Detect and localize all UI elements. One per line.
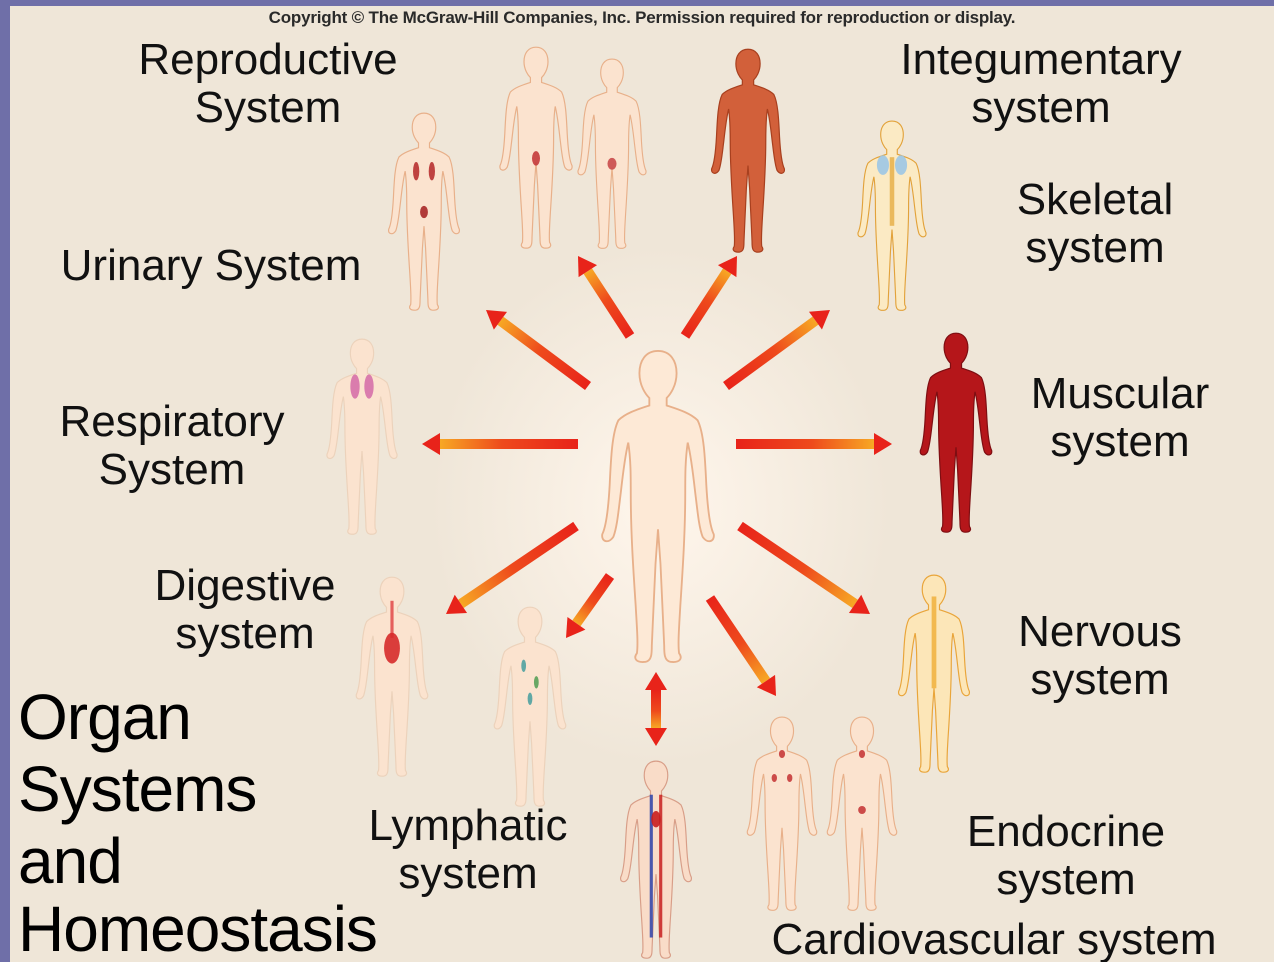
- label-respiratory-system: Respiratory System: [40, 398, 304, 494]
- label-line: Lymphatic: [350, 802, 586, 850]
- label-skeletal-system: Skeletal system: [998, 176, 1192, 272]
- organ-mark: [890, 157, 895, 226]
- label-line: system: [1000, 656, 1200, 704]
- organ-mark: [787, 774, 792, 782]
- organ-mark: [420, 206, 428, 218]
- figure-muscular: [920, 333, 991, 532]
- title-organ: Organ: [18, 682, 191, 752]
- organ-mark: [429, 162, 435, 180]
- figure-cardiovascular: [621, 761, 692, 958]
- figure-digestive: [356, 577, 427, 776]
- label-endocrine-system: Endocrine system: [950, 808, 1182, 904]
- label-digestive-system: Digestive system: [138, 562, 352, 658]
- figure-nervous: [899, 575, 970, 772]
- figure-endocrine-male: [747, 717, 816, 910]
- label-muscular-system: Muscular system: [1010, 370, 1230, 466]
- label-line: Reproductive: [118, 36, 418, 84]
- label-line: system: [878, 84, 1204, 132]
- organ-mark: [384, 633, 400, 664]
- organ-mark: [859, 750, 865, 758]
- organ-mark: [528, 693, 533, 705]
- label-lymphatic-system: Lymphatic system: [350, 802, 586, 898]
- organ-mark: [532, 151, 540, 166]
- organ-mark: [932, 596, 937, 688]
- organ-mark: [895, 155, 907, 175]
- title-systems: Systems: [18, 754, 256, 824]
- figure-endocrine-female: [827, 717, 896, 910]
- label-line: system: [998, 224, 1192, 272]
- figure-reproductive-female: [578, 59, 646, 248]
- organ-mark: [877, 155, 889, 175]
- label-line: system: [138, 610, 352, 658]
- label-line: Muscular: [1010, 370, 1230, 418]
- label-line: system: [950, 856, 1182, 904]
- label-line: Cardiovascular system: [732, 916, 1256, 962]
- organ-mark: [413, 162, 419, 180]
- label-line: Respiratory: [40, 398, 304, 446]
- organ-mark: [858, 806, 866, 814]
- organ-mark: [651, 811, 660, 827]
- label-line: Integumentary: [878, 36, 1204, 84]
- organ-mark: [521, 660, 526, 672]
- label-line: Digestive: [138, 562, 352, 610]
- label-line: Nervous: [1000, 608, 1200, 656]
- organ-mark: [772, 774, 777, 782]
- figure-integumentary: [712, 49, 785, 252]
- organ-mark: [534, 676, 539, 688]
- label-line: Skeletal: [998, 176, 1192, 224]
- label-line: Endocrine: [950, 808, 1182, 856]
- title-and: and: [18, 826, 122, 896]
- label-integumentary-system: Integumentary system: [878, 36, 1204, 132]
- label-line: System: [40, 446, 304, 494]
- label-line: system: [350, 850, 586, 898]
- organ-mark: [390, 601, 393, 638]
- diagram-frame: Copyright © The McGraw-Hill Companies, I…: [10, 6, 1274, 962]
- label-line: Urinary System: [36, 242, 386, 290]
- title-homeostasis: Homeostasis: [18, 894, 377, 962]
- organ-mark: [779, 750, 785, 758]
- label-line: system: [1010, 418, 1230, 466]
- label-nervous-system: Nervous system: [1000, 608, 1200, 704]
- figure-urinary: [389, 113, 460, 310]
- figure-skeletal: [858, 121, 926, 310]
- label-urinary-system: Urinary System: [36, 242, 386, 290]
- figure-respiratory: [327, 339, 397, 534]
- organ-mark: [607, 158, 616, 170]
- organ-mark: [364, 374, 373, 398]
- organ-mark: [350, 374, 359, 398]
- label-reproductive-system: Reproductive System: [118, 36, 418, 132]
- label-cardiovascular-system: Cardiovascular system: [732, 916, 1256, 962]
- figure-reproductive-male: [500, 47, 572, 248]
- label-line: System: [118, 84, 418, 132]
